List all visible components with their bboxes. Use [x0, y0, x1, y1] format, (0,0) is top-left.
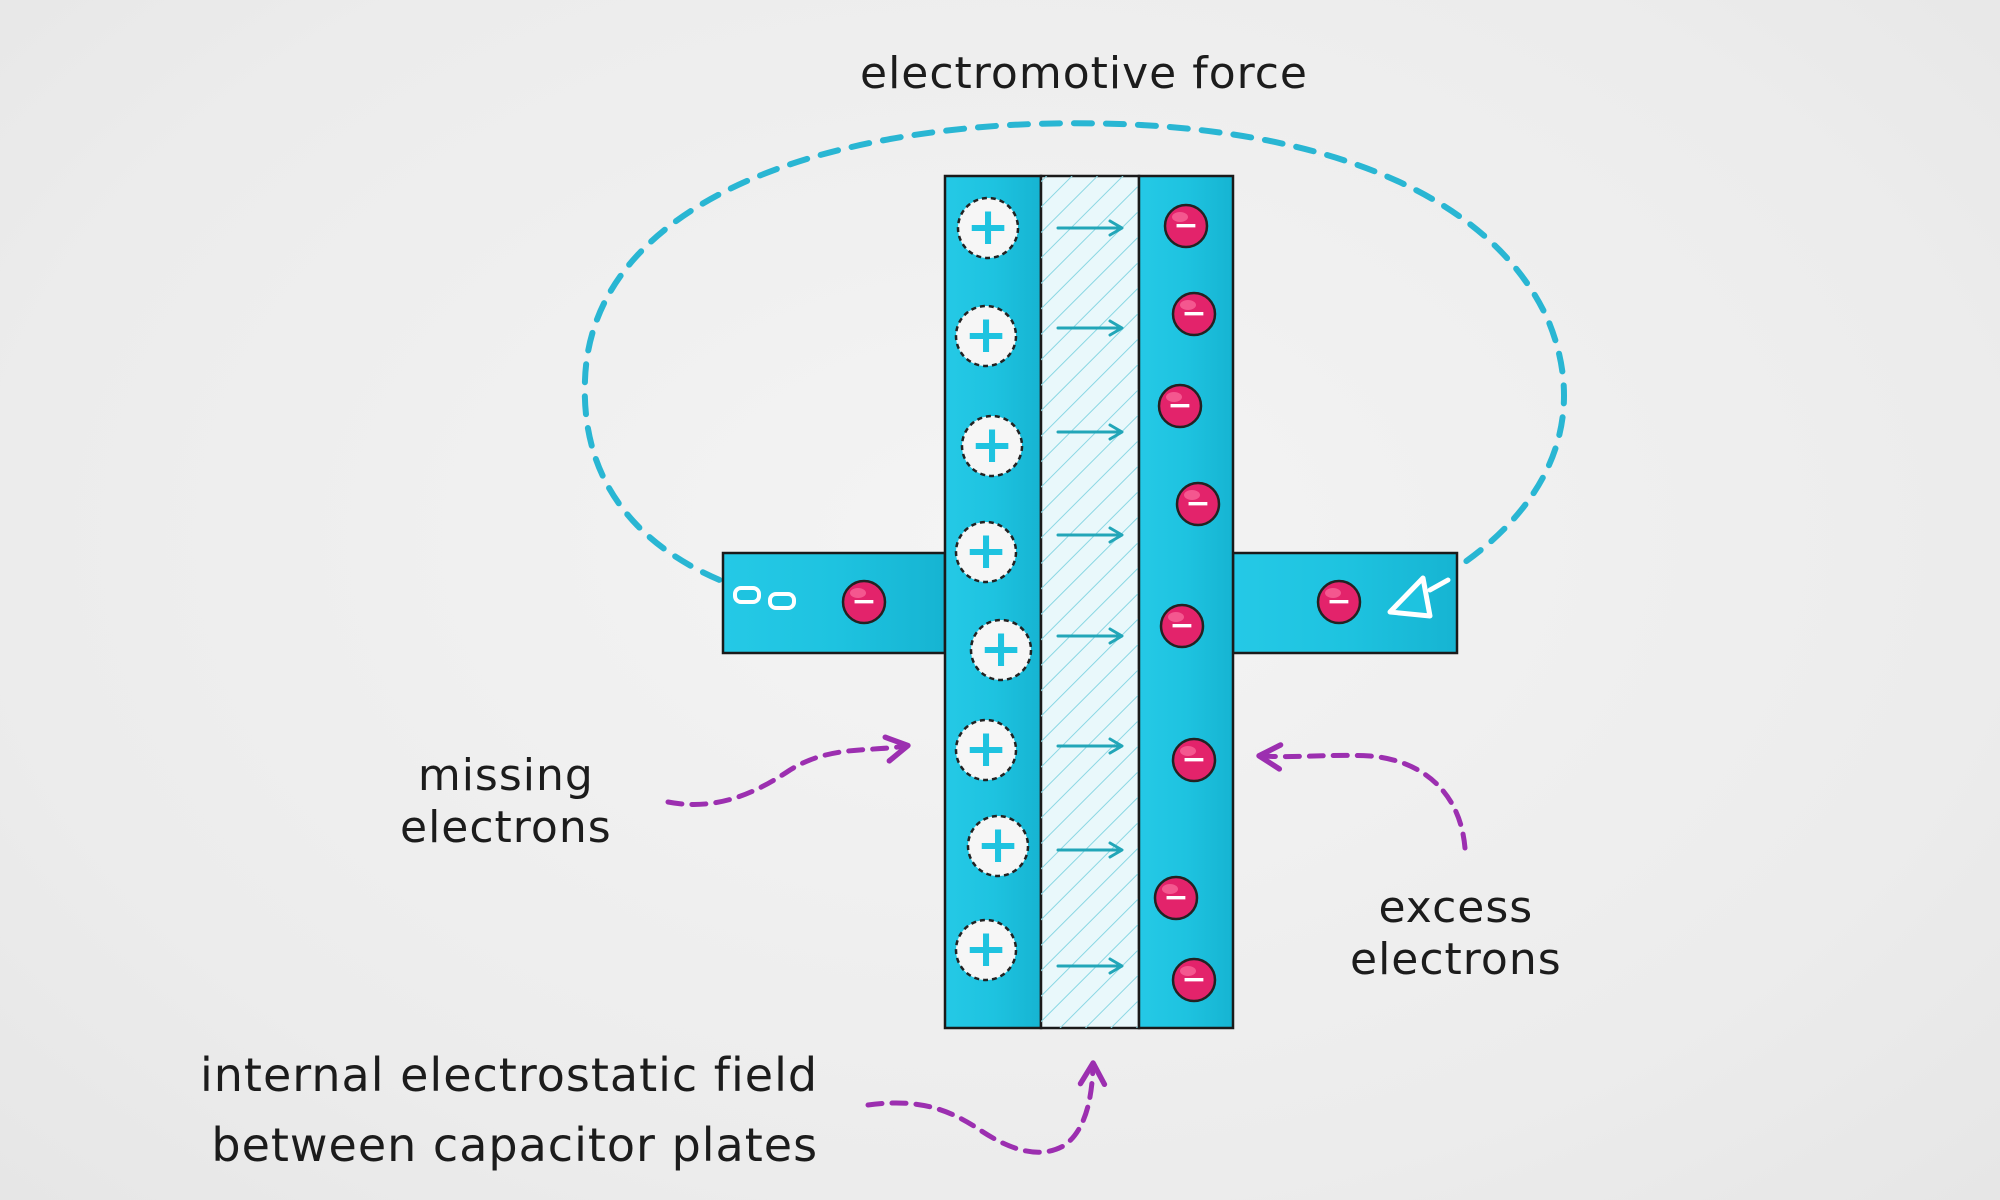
positive-charge: +	[954, 304, 1018, 368]
emf-dash-end	[733, 586, 761, 604]
positive-symbol: +	[966, 197, 1010, 257]
field-arrow	[1056, 627, 1124, 645]
field-arrow	[1056, 957, 1124, 975]
electron: −	[1159, 603, 1205, 649]
positive-symbol: +	[964, 919, 1008, 979]
negative-charges: − − − − − − − − − −	[841, 203, 1362, 1003]
field-arrow	[1056, 737, 1124, 755]
electron: −	[1157, 383, 1203, 429]
negative-symbol: −	[1185, 486, 1210, 521]
negative-symbol: −	[851, 584, 876, 619]
electron: −	[1175, 481, 1221, 527]
negative-symbol: −	[1163, 880, 1188, 915]
missing-electrons-label: missing electrons	[400, 750, 612, 854]
negative-symbol: −	[1173, 208, 1198, 243]
electron: −	[1171, 957, 1217, 1003]
emf-label: electromotive force	[860, 48, 1308, 99]
positive-charge: +	[954, 918, 1018, 982]
positive-symbol: +	[964, 305, 1008, 365]
positive-charge: +	[956, 196, 1020, 260]
field-arrows	[1056, 219, 1124, 975]
emf-arrow-head	[1387, 575, 1433, 619]
negative-symbol: −	[1326, 584, 1351, 619]
electron: −	[1316, 579, 1362, 625]
missing-electrons-line1: missing	[417, 750, 594, 801]
excess-electrons-line1: excess	[1378, 882, 1534, 933]
emf-loop-path	[581, 120, 1567, 603]
positive-symbol: +	[964, 719, 1008, 779]
positive-charge: +	[969, 618, 1033, 682]
electron: −	[1171, 737, 1217, 783]
field-label-line1: internal electrostatic field	[200, 1048, 819, 1102]
field-arrow	[1056, 219, 1124, 237]
field-arrow	[1056, 841, 1124, 859]
positive-charge: +	[960, 414, 1024, 478]
left-plate	[943, 174, 1043, 1030]
positive-charge: +	[966, 814, 1030, 878]
excess-electrons-line2: electrons	[1350, 934, 1562, 985]
positive-symbol: +	[964, 521, 1008, 581]
electron: −	[1171, 291, 1217, 337]
positive-symbol: +	[970, 415, 1014, 475]
field-arrow	[1056, 423, 1124, 441]
field-label-line2: between capacitor plates	[211, 1118, 819, 1172]
negative-symbol: −	[1181, 296, 1206, 331]
negative-symbol: −	[1181, 962, 1206, 997]
positive-charge: +	[954, 718, 1018, 782]
pointer-arrow-excess	[1256, 742, 1468, 851]
field-label: internal electrostatic field between cap…	[200, 1040, 818, 1180]
positive-charge: +	[954, 520, 1018, 584]
missing-electrons-line2: electrons	[400, 802, 612, 853]
positive-symbol: +	[976, 815, 1020, 875]
field-arrow	[1056, 319, 1124, 337]
negative-symbol: −	[1169, 608, 1194, 643]
field-arrow	[1056, 526, 1124, 544]
positive-charges: + + + + + + + +	[954, 196, 1033, 982]
electron: −	[1163, 203, 1209, 249]
pointer-arrow-missing	[665, 734, 911, 807]
electron: −	[1153, 875, 1199, 921]
electron: −	[841, 579, 887, 625]
emf-dash-end	[768, 592, 796, 610]
negative-symbol: −	[1167, 388, 1192, 423]
pointer-arrow-field	[865, 1060, 1108, 1155]
negative-symbol: −	[1181, 742, 1206, 777]
excess-electrons-label: excess electrons	[1350, 882, 1562, 986]
positive-symbol: +	[979, 619, 1023, 679]
